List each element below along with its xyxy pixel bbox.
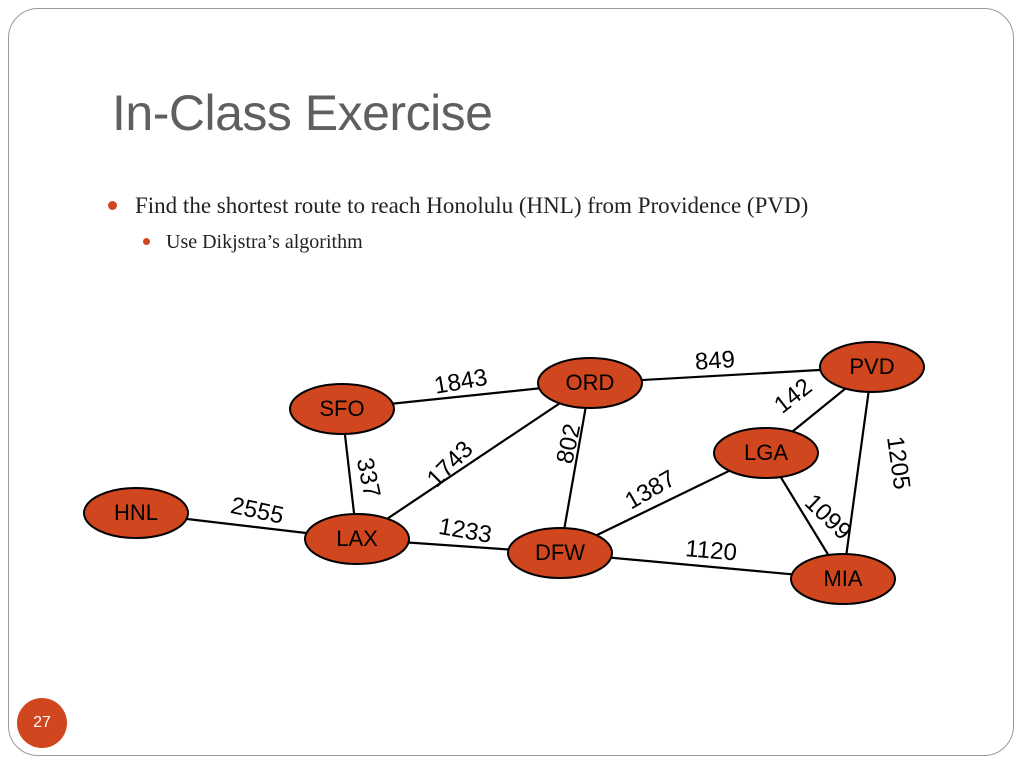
node-ellipse — [713, 427, 819, 479]
node-mia: MIA — [790, 553, 896, 605]
nodes-group: PVD ORD SFO LGA HNL LAX DFW MIA — [83, 341, 925, 605]
node-lga: LGA — [713, 427, 819, 479]
edge-pvd-mia — [841, 366, 874, 580]
node-label: ORD — [566, 370, 615, 395]
bullet-item-task: Find the shortest route to reach Honolul… — [135, 193, 809, 218]
node-ellipse — [83, 487, 189, 539]
edge-lax-ord — [356, 382, 591, 540]
edge-weight-label: 1387 — [621, 465, 681, 515]
node-label: MIA — [823, 566, 862, 591]
edge-weight-label: 1120 — [684, 535, 738, 566]
node-ord: ORD — [537, 357, 643, 409]
bullet-dot-icon — [108, 201, 117, 210]
node-pvd: PVD — [819, 341, 925, 393]
node-hnl: HNL — [83, 487, 189, 539]
node-label: LAX — [336, 526, 378, 551]
edge-weight-label: 849 — [694, 346, 736, 376]
node-lax: LAX — [304, 513, 410, 565]
page-number-badge: 27 — [17, 698, 67, 748]
node-ellipse — [790, 553, 896, 605]
node-sfo: SFO — [289, 383, 395, 435]
node-ellipse — [819, 341, 925, 393]
edge-ord-dfw — [558, 382, 592, 554]
slide-title: In-Class Exercise — [112, 85, 493, 141]
edge-weight-label: 142 — [769, 373, 817, 419]
node-ellipse — [507, 527, 613, 579]
node-ellipse — [537, 357, 643, 409]
edge-weight-label: 1205 — [881, 435, 915, 492]
edge-weight-label: 802 — [552, 421, 587, 466]
bullet-item-method: Use Dikjstra’s algorithm — [166, 231, 363, 253]
node-label: HNL — [114, 500, 158, 525]
node-label: DFW — [535, 540, 585, 565]
edge-weight-label: 337 — [351, 455, 386, 500]
node-ellipse — [289, 383, 395, 435]
node-dfw: DFW — [507, 527, 613, 579]
node-ellipse — [304, 513, 410, 565]
edge-weight-label: 1233 — [437, 513, 494, 549]
sub-bullet-dot-icon — [143, 238, 150, 245]
node-label: LGA — [744, 440, 788, 465]
node-label: SFO — [319, 396, 364, 421]
node-label: PVD — [849, 354, 894, 379]
